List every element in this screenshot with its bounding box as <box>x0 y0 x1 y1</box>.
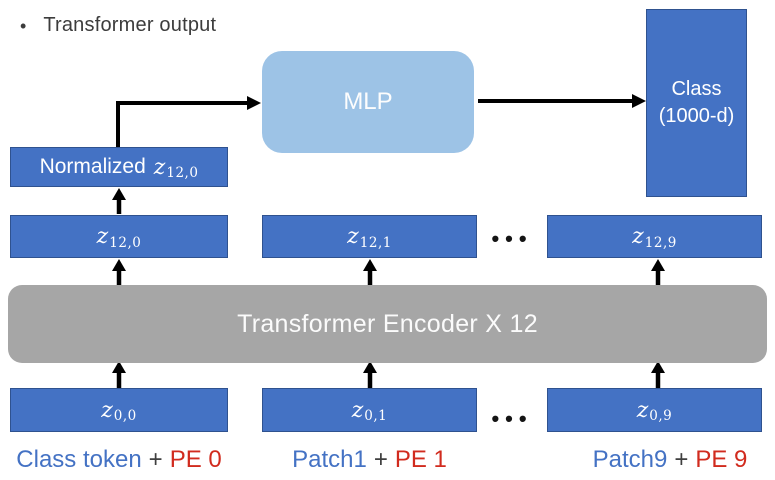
arrow-z00-to-encoder <box>112 361 126 389</box>
pe-text: PE 1 <box>394 446 447 473</box>
slide-title: Transformer output <box>43 14 217 36</box>
ellipsis-bottom: ••• <box>491 406 533 431</box>
arrow-z120-to-normalized <box>112 188 126 214</box>
mlp-box: MLP <box>262 51 474 153</box>
arrow-z01-to-encoder <box>363 361 377 389</box>
z-var: z <box>96 224 109 249</box>
z-subscript: 0,0 <box>113 408 137 424</box>
z-var: z <box>351 397 364 423</box>
token-text: Patch9 <box>592 446 668 473</box>
plus-sign: + <box>373 446 388 473</box>
bullet-list-item: • Transformer output <box>20 14 216 37</box>
z-var: z <box>632 224 644 249</box>
z-subscript: 0,9 <box>649 408 673 424</box>
encoder-label: Transformer Encoder X 12 <box>237 309 538 338</box>
input-label-patch9: Patch9+PE 9 <box>560 446 775 474</box>
z-var: z <box>636 397 649 423</box>
z-var: z <box>347 224 359 249</box>
z120-box: z 12,0 <box>10 215 228 258</box>
z129-box: z 12,9 <box>547 215 762 258</box>
ellipsis-top: ••• <box>491 226 533 251</box>
input-label-class-token: Class token+PE 0 <box>10 446 228 474</box>
arrow-encoder-to-z121 <box>363 259 377 286</box>
z-var: z <box>101 397 113 423</box>
z-subscript: 12,0 <box>109 234 142 251</box>
z01-box: z 0,1 <box>262 388 477 432</box>
mlp-label: MLP <box>343 88 393 115</box>
token-text: Class token <box>16 446 142 473</box>
z121-box: z 12,1 <box>262 215 477 258</box>
token-text: Patch1 <box>292 446 367 473</box>
class-line1: Class <box>671 78 722 100</box>
pe-text: PE 9 <box>695 446 748 473</box>
arrow-mlp-to-class <box>478 94 646 108</box>
plus-sign: + <box>674 446 689 473</box>
z-var: z <box>153 154 166 180</box>
normalized-label: Normalized <box>39 155 146 178</box>
arrow-encoder-to-z129 <box>651 259 665 286</box>
z-subscript: 0,1 <box>364 408 388 424</box>
normalized-z120-box: Normalized z 12,0 <box>10 147 228 187</box>
pe-text: PE 0 <box>169 446 222 473</box>
z00-box: z 0,0 <box>10 388 228 432</box>
arrow-encoder-to-z120 <box>112 259 126 286</box>
z-subscript: 12,1 <box>359 234 392 251</box>
z-subscript: 12,0 <box>166 165 199 181</box>
class-line2: (1000-d) <box>658 105 735 127</box>
transformer-encoder-box: Transformer Encoder X 12 <box>8 285 767 363</box>
arrow-normalized-to-mlp <box>116 96 261 148</box>
class-output-box: Class (1000-d) <box>646 9 747 197</box>
bullet-marker: • <box>20 15 27 36</box>
z09-box: z 0,9 <box>547 388 762 432</box>
plus-sign: + <box>148 446 163 473</box>
z-subscript: 12,9 <box>644 234 677 251</box>
input-label-patch1: Patch1+PE 1 <box>262 446 477 474</box>
arrow-z09-to-encoder <box>651 361 665 389</box>
class-output-label: Class (1000-d) <box>659 76 735 130</box>
